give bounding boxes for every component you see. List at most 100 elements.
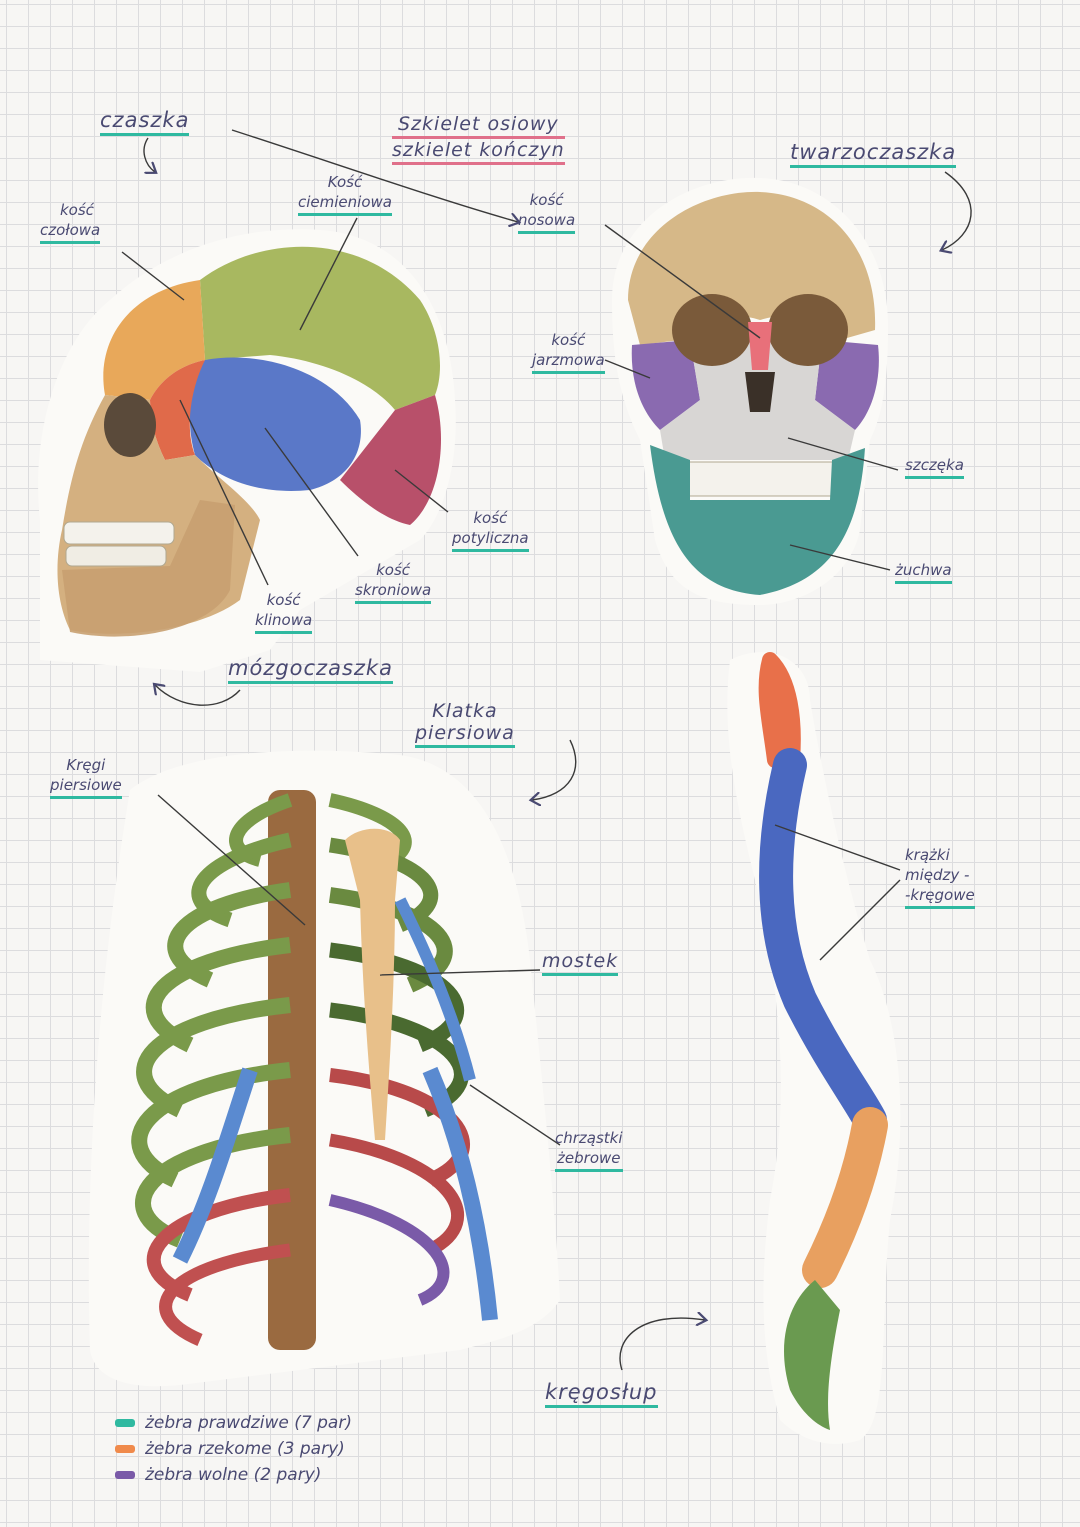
pointer-lines — [121, 129, 972, 1371]
nasal-bone — [748, 322, 772, 370]
legend-item: żebra prawdziwe (7 par) — [115, 1410, 352, 1436]
pointer-potyliczna — [394, 469, 449, 513]
label-kosc-ciemieniowa: Kość ciemieniowa — [298, 172, 392, 216]
label-chrzastki-2: żebrowe — [555, 1148, 623, 1172]
nasal-cavity — [745, 372, 775, 412]
label-kosc-potyliczna: kość potyliczna — [452, 508, 529, 552]
rib-l9 — [159, 1243, 291, 1346]
label-klatka: Klatka piersiowa — [415, 700, 515, 748]
pointer-szczeka — [787, 437, 899, 471]
title-axial: Szkielet osiowy szkielet kończyn — [392, 113, 565, 165]
rib-l5 — [136, 997, 291, 1118]
rib-r7 — [328, 1133, 464, 1256]
label-klatka-1: Klatka — [432, 700, 498, 722]
legend-item: żebra rzekome (3 pary) — [115, 1436, 352, 1462]
title-axial-line-1: Szkielet osiowy — [392, 113, 565, 139]
cervical-vertebrae — [758, 652, 801, 768]
legend-text: żebra wolne (2 pary) — [145, 1465, 322, 1485]
orbit-left — [672, 294, 752, 366]
legend-item: żebra wolne (2 pary) — [115, 1462, 352, 1488]
label-mozgoczaszka: mózgoczaszka — [228, 656, 393, 684]
label-kosc-czolowa: kość czołowa — [40, 200, 101, 244]
label-klatka-2: piersiowa — [415, 722, 515, 748]
temporal-bone — [189, 357, 361, 491]
thoracic-vertebrae — [759, 748, 887, 1137]
label-kregoslup: kręgosłup — [545, 1380, 658, 1408]
rib-r8 — [328, 1194, 450, 1306]
zygomatic-left — [631, 340, 700, 430]
pointer-chrzastki — [469, 1084, 561, 1146]
pointer-nosowa — [604, 224, 761, 339]
rib-l6 — [131, 1062, 291, 1188]
rib-l8 — [146, 1188, 291, 1302]
label-krazki-3: -kręgowe — [905, 885, 975, 909]
parietal-bone — [200, 246, 440, 410]
lateral-mandible — [62, 500, 235, 637]
label-krazki: krążki między - -kręgowe — [905, 845, 975, 909]
label-szczeka: szczęka — [905, 455, 964, 479]
pointer-kregi — [157, 794, 306, 926]
label-kosc-nosowa-1: kość — [529, 191, 564, 209]
arrow-twarzoczaszka — [942, 171, 972, 250]
zygomatic-right — [815, 340, 879, 430]
label-kosc-jarzmowa: kość jarzmowa — [532, 330, 605, 374]
thoracic-spine — [268, 790, 316, 1350]
pointer-klinowa — [179, 399, 269, 586]
legend-swatch — [115, 1419, 135, 1427]
title-axial-line-2: szkielet kończyn — [392, 139, 565, 165]
legend-swatch — [115, 1471, 135, 1479]
label-kosc-jarzmowa-1: kość — [551, 331, 586, 349]
label-kosc-skroniowa: kość skroniowa — [355, 560, 432, 604]
sternum — [345, 828, 400, 1140]
lateral-skull — [38, 229, 456, 672]
label-kosc-czolowa-2: czołowa — [40, 220, 101, 244]
sacrum-coccyx — [784, 1280, 840, 1430]
label-kosc-ciemieniowa-2: ciemieniowa — [298, 192, 392, 216]
lateral-teeth-upper — [63, 521, 175, 545]
pointer-skroniowa — [264, 427, 359, 557]
frontal-bone — [103, 280, 205, 400]
sphenoid-bone — [150, 360, 205, 460]
legend-text: żebra rzekome (3 pary) — [145, 1439, 345, 1459]
label-kosc-klinowa-1: kość — [266, 591, 301, 609]
rib-legend: żebra prawdziwe (7 par) żebra rzekome (3… — [115, 1410, 352, 1488]
label-czaszka: czaszka — [100, 108, 190, 136]
label-kosc-klinowa: kość klinowa — [255, 590, 313, 634]
label-kosc-skroniowa-2: skroniowa — [355, 580, 432, 604]
vertebral-column — [727, 652, 901, 1444]
label-kosc-czolowa-1: kość — [60, 201, 94, 219]
label-kosc-klinowa-2: klinowa — [255, 610, 313, 634]
label-twarzoczaszka: twarzoczaszka — [790, 140, 957, 168]
label-kosc-potyliczna-1: kość — [473, 509, 508, 527]
label-chrzastki-1: chrząstki — [555, 1129, 623, 1147]
arrow-czaszka-to-face — [231, 129, 518, 222]
mandible-front — [650, 445, 865, 595]
label-krazki-1: krążki — [905, 846, 950, 864]
label-chrzastki: chrząstki żebrowe — [555, 1128, 623, 1172]
arrow-mozgoczaszka — [155, 685, 241, 706]
label-krazki-2: między - — [905, 866, 970, 884]
label-kregi-1: Kręgi — [66, 756, 106, 774]
pointer-czolowa — [121, 251, 185, 301]
rib-cage — [88, 750, 560, 1387]
legend-text: żebra prawdziwe (7 par) — [145, 1413, 352, 1433]
rib-l7 — [135, 1127, 291, 1248]
costal-cartilage-left — [172, 1067, 258, 1264]
pointer-zuchwa — [789, 544, 891, 571]
frontal-skull — [612, 177, 889, 605]
label-kosc-ciemieniowa-1: Kość — [327, 173, 363, 191]
label-kosc-nosowa: kość nosowa — [518, 190, 576, 234]
label-kosc-nosowa-2: nosowa — [518, 210, 576, 234]
label-mostek: mostek — [542, 950, 619, 976]
lateral-teeth-lower — [65, 545, 167, 567]
label-zuchwa: żuchwa — [895, 560, 952, 584]
arrow-kregoslup — [619, 1318, 705, 1371]
label-kosc-skroniowa-1: kość — [376, 561, 411, 579]
pointer-krazki-1 — [774, 824, 901, 871]
label-kregi-piersiowe: Kręgi piersiowe — [50, 755, 122, 799]
arrow-czaszka-down — [143, 137, 155, 172]
label-kosc-potyliczna-2: potyliczna — [452, 528, 529, 552]
pointer-mostek — [379, 969, 541, 976]
pointer-jarzmowa — [604, 359, 651, 379]
